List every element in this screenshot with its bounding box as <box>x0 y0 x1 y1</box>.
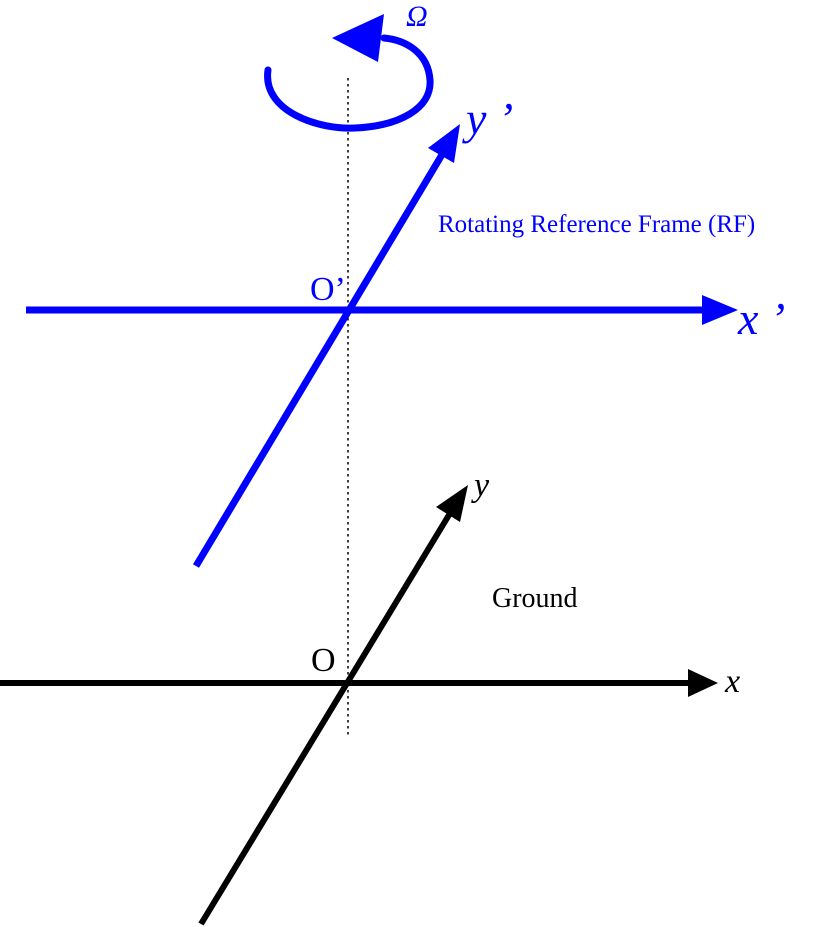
origin-prime-label: O’ <box>310 271 346 308</box>
x-arrowhead-icon <box>688 669 718 697</box>
y-prime-label: y ’ <box>462 93 513 144</box>
y-prime-axis <box>192 146 450 568</box>
y-prime-arrowhead-icon <box>428 124 460 163</box>
x-prime-label: x ’ <box>737 293 785 344</box>
rotation-arc-arrow <box>264 34 434 132</box>
omega-label: Ω <box>406 0 428 33</box>
y-axis <box>198 508 455 926</box>
x-prime-arrowhead-icon <box>702 295 738 325</box>
x-label: x <box>724 663 740 700</box>
ground-caption: Ground <box>492 583 578 614</box>
rotating-frame: Ω y ’ x ’ O’ Rotating Reference Frame (R… <box>26 0 785 568</box>
ground-frame: y x O Ground <box>0 467 740 926</box>
rf-caption: Rotating Reference Frame (RF) <box>438 211 755 238</box>
y-label: y <box>471 467 490 504</box>
y-arrowhead-icon <box>436 485 468 522</box>
origin-label: O <box>311 642 336 679</box>
rotation-arrowhead-icon <box>332 14 384 62</box>
